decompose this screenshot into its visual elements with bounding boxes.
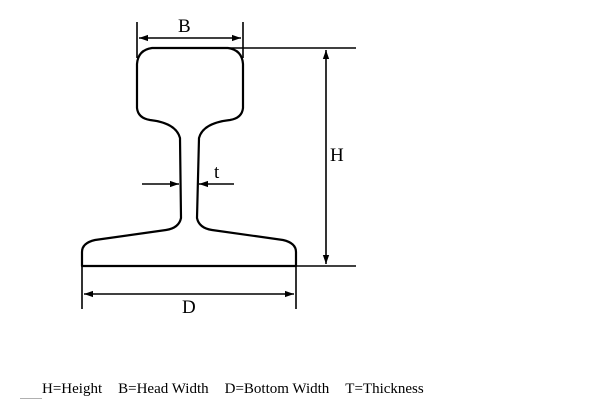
- rail-outline: [80, 46, 298, 268]
- height-label: H: [330, 145, 344, 166]
- corner-mark: [20, 398, 42, 399]
- bottom-width-label: D: [182, 297, 196, 318]
- thickness-label: t: [214, 162, 220, 183]
- head-width-dimension: B: [136, 16, 244, 58]
- legend: H=Height B=Head Width D=Bottom Width T=T…: [42, 379, 424, 399]
- legend-thickness: T=Thickness: [345, 381, 424, 397]
- legend-head-width: B=Head Width: [118, 381, 209, 397]
- thickness-dimension: t: [142, 162, 234, 188]
- legend-height: H=Height: [42, 381, 103, 397]
- head-width-label: B: [178, 16, 191, 37]
- bottom-width-dimension: D: [81, 266, 297, 318]
- height-dimension: H: [82, 47, 356, 267]
- legend-bottom-width: D=Bottom Width: [224, 381, 330, 397]
